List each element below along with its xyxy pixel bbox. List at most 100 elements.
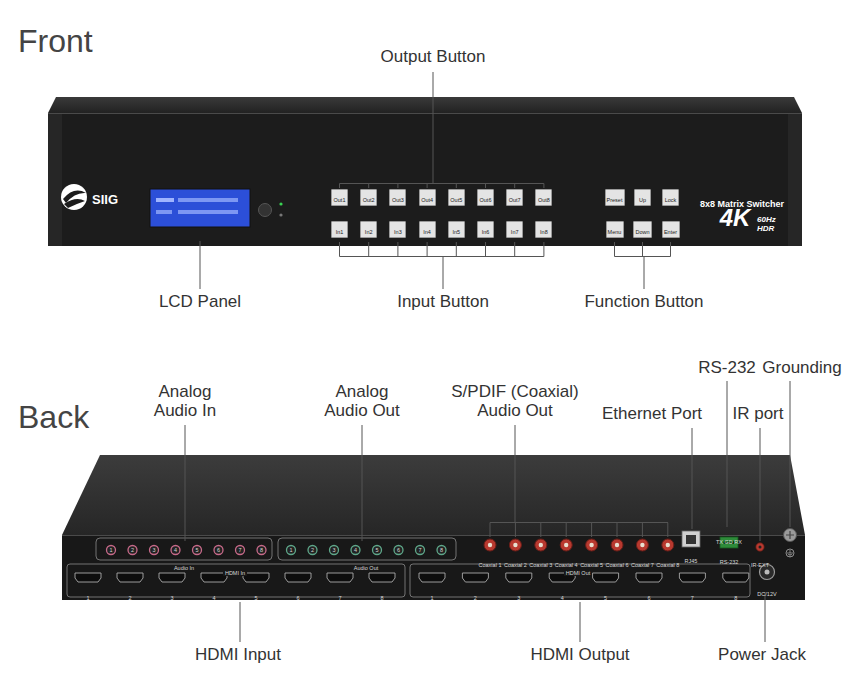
- audio-in-jack: [214, 546, 223, 555]
- push-button: Out6: [477, 189, 494, 206]
- callout-label: Analog Audio In: [141, 382, 229, 420]
- push-button: In6: [477, 221, 494, 238]
- port-label: Coaxial 4: [553, 553, 579, 571]
- port-number: 7: [338, 595, 341, 601]
- callout-label: Grounding: [762, 358, 841, 377]
- button-label: In3: [394, 229, 402, 235]
- callout-label: Ethernet Port: [592, 404, 712, 423]
- callout-label: HDMI Output: [510, 645, 650, 664]
- button-label: In5: [452, 229, 460, 235]
- hdmi-port: [462, 573, 488, 582]
- port-number: 2: [124, 586, 136, 604]
- port-label: Coaxial 1: [477, 553, 503, 571]
- coaxial-jack: [636, 539, 648, 551]
- audio-out-jack: [308, 546, 317, 555]
- resolution-badge: 4K: [720, 204, 751, 231]
- push-button: In4: [419, 221, 436, 238]
- callout-label: S/PDIF (Coaxial) Audio Out: [439, 382, 591, 420]
- port-number: 8: [730, 586, 742, 604]
- hdr-badge: HDR: [757, 217, 787, 235]
- port-number: 6: [217, 547, 220, 553]
- hdmi-port: [419, 573, 445, 582]
- port-number: 3: [170, 595, 173, 601]
- callout-label: Output Button: [348, 47, 518, 66]
- callout-label: Analog Audio Out: [324, 382, 400, 420]
- button-label: Out6: [480, 197, 492, 203]
- push-button: Preset: [605, 189, 625, 206]
- port-number: 1: [426, 586, 438, 604]
- push-button: In8: [535, 221, 552, 238]
- audio-in-jack: [257, 546, 266, 555]
- port-number: 3: [332, 547, 335, 553]
- port-number: 5: [191, 538, 203, 556]
- button-label: Down: [635, 229, 649, 235]
- coaxial-pin: [589, 543, 593, 547]
- port-group-label: HDMI In: [223, 570, 247, 576]
- port-number: 1: [82, 586, 94, 604]
- port-number: 8: [260, 547, 263, 553]
- port-group-label: Audio Out: [346, 556, 386, 574]
- button-label: Out3: [392, 197, 404, 203]
- port-number: 4: [170, 538, 182, 556]
- push-button: Out7: [506, 189, 523, 206]
- port-number: 1: [105, 538, 117, 556]
- push-button: Lock: [662, 189, 679, 206]
- port-number: 2: [474, 595, 477, 601]
- port-number: 7: [334, 586, 346, 604]
- button-label: Menu: [608, 229, 622, 235]
- port-number: 6: [393, 538, 405, 556]
- audio-out-jack: [394, 546, 403, 555]
- port-number: 2: [128, 595, 131, 601]
- port-number: 4: [208, 586, 220, 604]
- button-label: Out1: [334, 197, 346, 203]
- hdmi-port: [636, 573, 662, 582]
- port-number: 4: [561, 595, 564, 601]
- refresh-rate: 60Hz: [757, 215, 776, 224]
- section-title: Front: [18, 24, 158, 60]
- coaxial-jack: [662, 539, 674, 551]
- port-number: 3: [517, 595, 520, 601]
- audio-in-jack: [128, 546, 137, 555]
- callout-label: Ethernet Port: [602, 404, 702, 423]
- port-number: 8: [436, 538, 448, 556]
- audio-out-jack: [351, 546, 360, 555]
- button-label: Enter: [664, 229, 677, 235]
- push-button: Enter: [662, 221, 680, 238]
- push-button: Down: [633, 221, 652, 238]
- port-number: 2: [131, 547, 134, 553]
- callout-label: Power Jack: [718, 645, 806, 664]
- port-number: 7: [691, 595, 694, 601]
- audio-out-jack: [416, 546, 425, 555]
- port-number: 1: [289, 547, 292, 553]
- port-number: 1: [430, 595, 433, 601]
- coaxial-jack: [611, 539, 623, 551]
- pin-label: TX GD RX: [714, 530, 744, 548]
- callout-label: RS-232: [698, 358, 756, 377]
- port-number: 3: [513, 586, 525, 604]
- callout-label: Power Jack: [712, 645, 812, 664]
- port-group-label: Audio Out: [352, 565, 380, 571]
- button-label: Out5: [450, 197, 462, 203]
- callout-label: Analog Audio Out: [315, 382, 409, 420]
- port-number: 8: [734, 595, 737, 601]
- brand-logo-text: SIIG: [92, 192, 118, 207]
- port-label: Coaxial 4: [555, 562, 578, 568]
- section-title: Back: [18, 399, 89, 435]
- port-label: DC/12V: [757, 591, 776, 597]
- port-number: 1: [285, 538, 297, 556]
- callout-label: IR port: [732, 404, 783, 423]
- hdmi-port: [723, 573, 749, 582]
- callout-label: S/PDIF (Coaxial) Audio Out: [451, 382, 579, 420]
- port-number: 2: [307, 538, 319, 556]
- hdmi-port: [327, 573, 353, 582]
- port-number: 6: [397, 547, 400, 553]
- push-button: Menu: [606, 221, 624, 238]
- button-label: Out7: [509, 197, 521, 203]
- audio-in-jack: [107, 546, 116, 555]
- brand-logo-text: SIIG: [85, 190, 125, 208]
- port-label: RS-232: [720, 559, 739, 565]
- callout-label: Input Button: [397, 292, 489, 311]
- port-number: 1: [86, 595, 89, 601]
- port-label: Coaxial 2: [504, 562, 527, 568]
- port-label: DC/12V: [752, 582, 782, 600]
